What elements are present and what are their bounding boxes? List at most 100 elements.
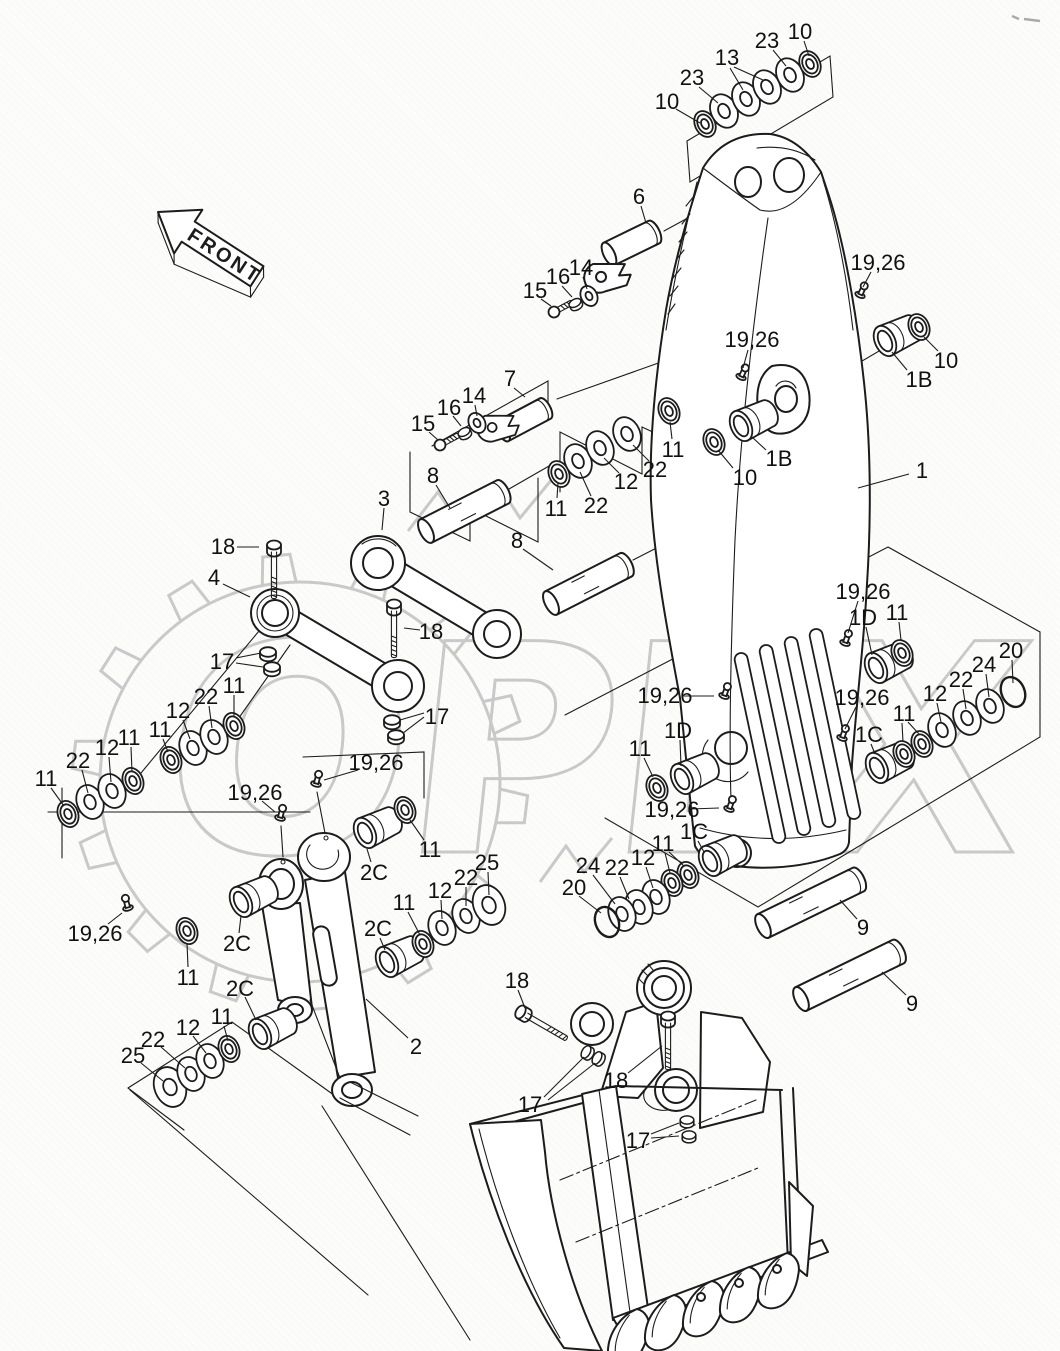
part-label-11: 11: [118, 725, 141, 750]
leader-line: [50, 787, 65, 807]
leader-line: [592, 874, 616, 905]
part-label-9: 9: [906, 991, 918, 1016]
part-label-4: 4: [208, 565, 220, 590]
leader-line: [698, 86, 719, 104]
leader-line: [862, 271, 872, 288]
link-part-2: [258, 832, 419, 1136]
part-label-2C: 2C: [226, 976, 254, 1001]
part-label-1C: 1C: [855, 722, 883, 747]
leader-line: [487, 871, 490, 896]
leader-line: [130, 746, 133, 773]
leader-line: [402, 716, 425, 734]
leader-line: [844, 706, 857, 730]
part-label-19-26: 19,26: [724, 327, 779, 352]
leader-line: [407, 911, 421, 936]
leader-line: [223, 1025, 229, 1042]
leader-line: [556, 482, 559, 499]
part-label-12: 12: [614, 469, 638, 494]
leader-line: [679, 739, 682, 767]
pin-part-8-lower: [542, 551, 635, 616]
part-label-11: 11: [149, 717, 172, 742]
leader-line: [513, 387, 526, 398]
leader-line: [543, 1056, 585, 1098]
front-arrow-label: FRONT: [183, 224, 265, 288]
leader-line: [208, 705, 213, 729]
link-part-4: [250, 588, 425, 713]
part-label-19-26: 19,26: [348, 750, 403, 775]
part-label-8: 8: [511, 528, 523, 553]
part-label-14: 14: [462, 383, 486, 408]
part-label-22: 22: [605, 855, 629, 880]
leader-line: [435, 484, 451, 509]
part-label-8: 8: [427, 463, 439, 488]
part-label-25: 25: [121, 1043, 145, 1068]
part-label-11: 11: [652, 831, 675, 856]
part-label-11: 11: [35, 766, 58, 791]
part-label-11: 11: [629, 736, 652, 761]
part-label-16: 16: [437, 395, 461, 420]
leader-line: [517, 989, 526, 1009]
bucket-teeth: [606, 1252, 800, 1351]
part-label-1: 1: [916, 458, 928, 483]
leader-line: [669, 421, 673, 440]
leader-line: [540, 298, 552, 307]
leader-line: [81, 769, 89, 794]
part-label-23: 23: [755, 28, 779, 53]
leader-line: [323, 769, 359, 781]
part-label-12: 12: [428, 878, 452, 903]
corner-mark: [1011, 14, 1041, 23]
leader-line: [428, 431, 439, 441]
bucket: [469, 1085, 829, 1351]
leader-line: [440, 899, 443, 920]
part-label-2C: 2C: [364, 916, 392, 941]
leader-line: [668, 851, 685, 867]
leader-line: [901, 722, 904, 743]
leader-line: [891, 351, 908, 371]
arm-foot-slats: [733, 628, 862, 844]
leader-line: [399, 712, 425, 721]
leader-line: [803, 40, 810, 57]
part-label-24: 24: [576, 853, 600, 878]
leader-line: [452, 415, 462, 427]
leader-line: [238, 915, 242, 934]
gear-tooth: [495, 787, 530, 825]
leader-line: [962, 688, 967, 710]
leader-line: [235, 652, 262, 659]
part-label-22: 22: [194, 684, 218, 709]
leader-line: [675, 108, 701, 124]
pin-part-8-upper: [417, 479, 512, 544]
part-label-12: 12: [923, 681, 947, 706]
part-label-11: 11: [545, 496, 568, 521]
leader-line: [522, 548, 554, 571]
part-label-14: 14: [569, 255, 593, 280]
arm-part-1: [649, 132, 871, 869]
part-label-19-26: 19,26: [834, 685, 889, 710]
leader-line: [182, 719, 191, 740]
part-label-13: 13: [715, 45, 739, 70]
part-label-11: 11: [211, 1004, 234, 1029]
leader-line: [985, 673, 990, 698]
part-label-10: 10: [788, 19, 812, 44]
part-label-18: 18: [419, 619, 443, 644]
leader-line: [936, 702, 942, 723]
leader-line: [1011, 659, 1014, 684]
part-label-17: 17: [626, 1128, 650, 1153]
link-part-3: [350, 535, 522, 659]
part-label-16: 16: [546, 264, 570, 289]
leader-line: [697, 840, 705, 853]
leader-line: [881, 971, 907, 996]
leader-line: [870, 743, 876, 755]
gear-tooth: [126, 908, 171, 954]
leader-line: [192, 1035, 207, 1054]
leader-line: [108, 756, 112, 783]
leader-line: [474, 404, 478, 417]
gear-tooth: [98, 645, 142, 691]
leader-line: [381, 507, 385, 531]
part-label-19-26: 19,26: [227, 780, 282, 805]
part-label-22: 22: [454, 865, 478, 890]
gear-tooth: [78, 828, 118, 871]
leader-line: [898, 621, 902, 641]
leader-line: [772, 49, 787, 67]
part-label-17: 17: [210, 649, 234, 674]
leader-line: [650, 1135, 680, 1139]
